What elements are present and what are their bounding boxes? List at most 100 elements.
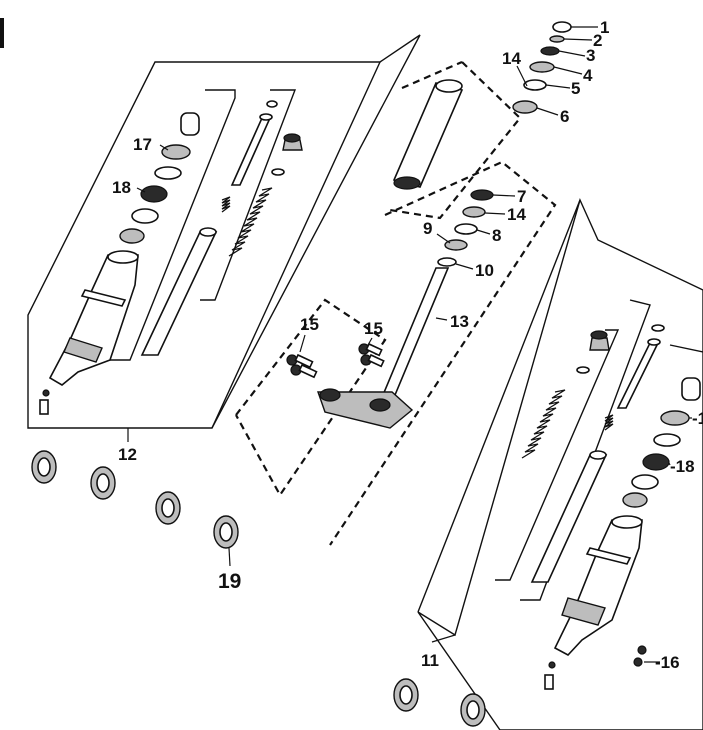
- left-panel-fold: [211, 61, 381, 429]
- corner-mark: [0, 18, 4, 48]
- callout-1: 1: [600, 18, 609, 37]
- lower-triple-clamp: [317, 391, 414, 429]
- leader-19: [228, 547, 231, 567]
- left-washer-a: [131, 208, 159, 224]
- left-damper-top: [259, 113, 273, 121]
- leader-18-right: [668, 462, 671, 466]
- callout-18-left: 18: [112, 178, 131, 197]
- left-cap-washer: [271, 168, 285, 176]
- left-short-spring: [221, 196, 231, 213]
- part-6-race: [512, 100, 538, 114]
- left-inner-tube: [140, 231, 218, 356]
- leader-18-left: [136, 187, 146, 193]
- left-main-spring: [228, 187, 273, 257]
- callout-8: 8: [492, 226, 501, 245]
- callout-11: 11: [421, 651, 439, 670]
- left-inner-box-1: [105, 89, 236, 361]
- right-leg-top: [611, 515, 643, 529]
- decal-d: [213, 515, 239, 549]
- right-lower-leg: [553, 519, 643, 656]
- right-seal-17: [660, 410, 690, 426]
- part-10-ring: [437, 257, 457, 267]
- leader-15-right: [367, 337, 373, 346]
- callout-6: 6: [560, 107, 569, 126]
- part-14-bearing: [462, 206, 486, 218]
- steering-tube: [392, 82, 464, 188]
- stem-shaft: [381, 267, 450, 396]
- callout-13: 13: [450, 312, 469, 331]
- callout-7: 7: [517, 187, 526, 206]
- stem-dashed-top: [401, 60, 463, 90]
- right-panel-outline: [417, 197, 703, 730]
- clamp-right-hole: [369, 398, 391, 412]
- callout-15-right: 15: [364, 319, 383, 338]
- left-seal-18: [140, 185, 168, 203]
- decals-19: [31, 450, 486, 727]
- left-inner-box-2: [200, 89, 297, 301]
- steering-tube-top: [435, 79, 463, 93]
- leader-3: [558, 50, 586, 57]
- steering-stem-group: [235, 21, 598, 546]
- left-damper-rod: [230, 117, 272, 186]
- left-leg-bracket: [80, 289, 127, 307]
- left-leg-bracket-2: [63, 337, 103, 363]
- decal-f: [460, 693, 486, 727]
- left-bolt-head: [42, 389, 50, 397]
- right-cap-nut-top: [590, 330, 608, 340]
- callout-16: -16: [655, 653, 680, 672]
- left-washer-b: [119, 228, 145, 244]
- left-cap-nut-top: [283, 133, 301, 143]
- steering-tube-bottom: [393, 176, 421, 190]
- decal-e: [393, 678, 419, 712]
- leader-4: [553, 66, 583, 75]
- callout-4: 4: [583, 66, 593, 85]
- left-bolt: [39, 399, 49, 415]
- left-inner-tube-top: [199, 227, 217, 237]
- callout-10: 10: [475, 261, 494, 280]
- right-panel-fold: [417, 199, 581, 613]
- part-1-nut: [552, 21, 572, 33]
- callout-1-right: -1: [692, 409, 703, 428]
- leader-15-left: [299, 334, 306, 353]
- right-inner-box-2: [669, 344, 703, 353]
- left-lower-leg: [48, 254, 139, 386]
- callout-15-left: 15: [300, 315, 319, 334]
- part-16-bolt-a: [637, 645, 647, 655]
- stem-dashed-left: [235, 298, 387, 498]
- leader-11: [431, 634, 456, 643]
- part-7-race: [470, 189, 494, 201]
- right-leg-bracket: [585, 547, 632, 565]
- leader-9: [436, 233, 451, 244]
- leader-10: [455, 263, 474, 270]
- right-inner-tube-top: [589, 450, 607, 460]
- part-16-bolt-b: [633, 657, 643, 667]
- right-ring: [653, 433, 681, 447]
- pinch-bolts-left: [286, 353, 318, 379]
- right-oring: [651, 324, 665, 332]
- pinch-bolts-right: [358, 342, 385, 368]
- leader-7: [492, 194, 516, 197]
- leader-14-top: [516, 65, 528, 87]
- callout-3: 3: [586, 46, 595, 65]
- right-inner-box-3: [495, 329, 620, 581]
- part-4-nut: [529, 61, 555, 73]
- callout-9: 9: [423, 219, 432, 238]
- decal-c: [155, 491, 181, 525]
- left-oring: [266, 100, 278, 108]
- right-washer-b: [622, 492, 648, 508]
- right-fork-panel: [417, 197, 703, 730]
- part-8-cone: [454, 223, 478, 235]
- leader-6: [536, 107, 559, 116]
- left-leg-top: [107, 250, 139, 264]
- part-9-seal: [444, 239, 468, 251]
- right-cap-nut: [589, 337, 610, 351]
- leader-14-mid: [484, 212, 506, 215]
- right-seal-18: [642, 453, 670, 471]
- right-bolt: [544, 674, 554, 690]
- clamp-left-hole: [319, 388, 341, 402]
- callout-14-top: 14: [502, 49, 521, 68]
- right-washer-a: [631, 474, 659, 490]
- left-seal-17: [161, 144, 191, 160]
